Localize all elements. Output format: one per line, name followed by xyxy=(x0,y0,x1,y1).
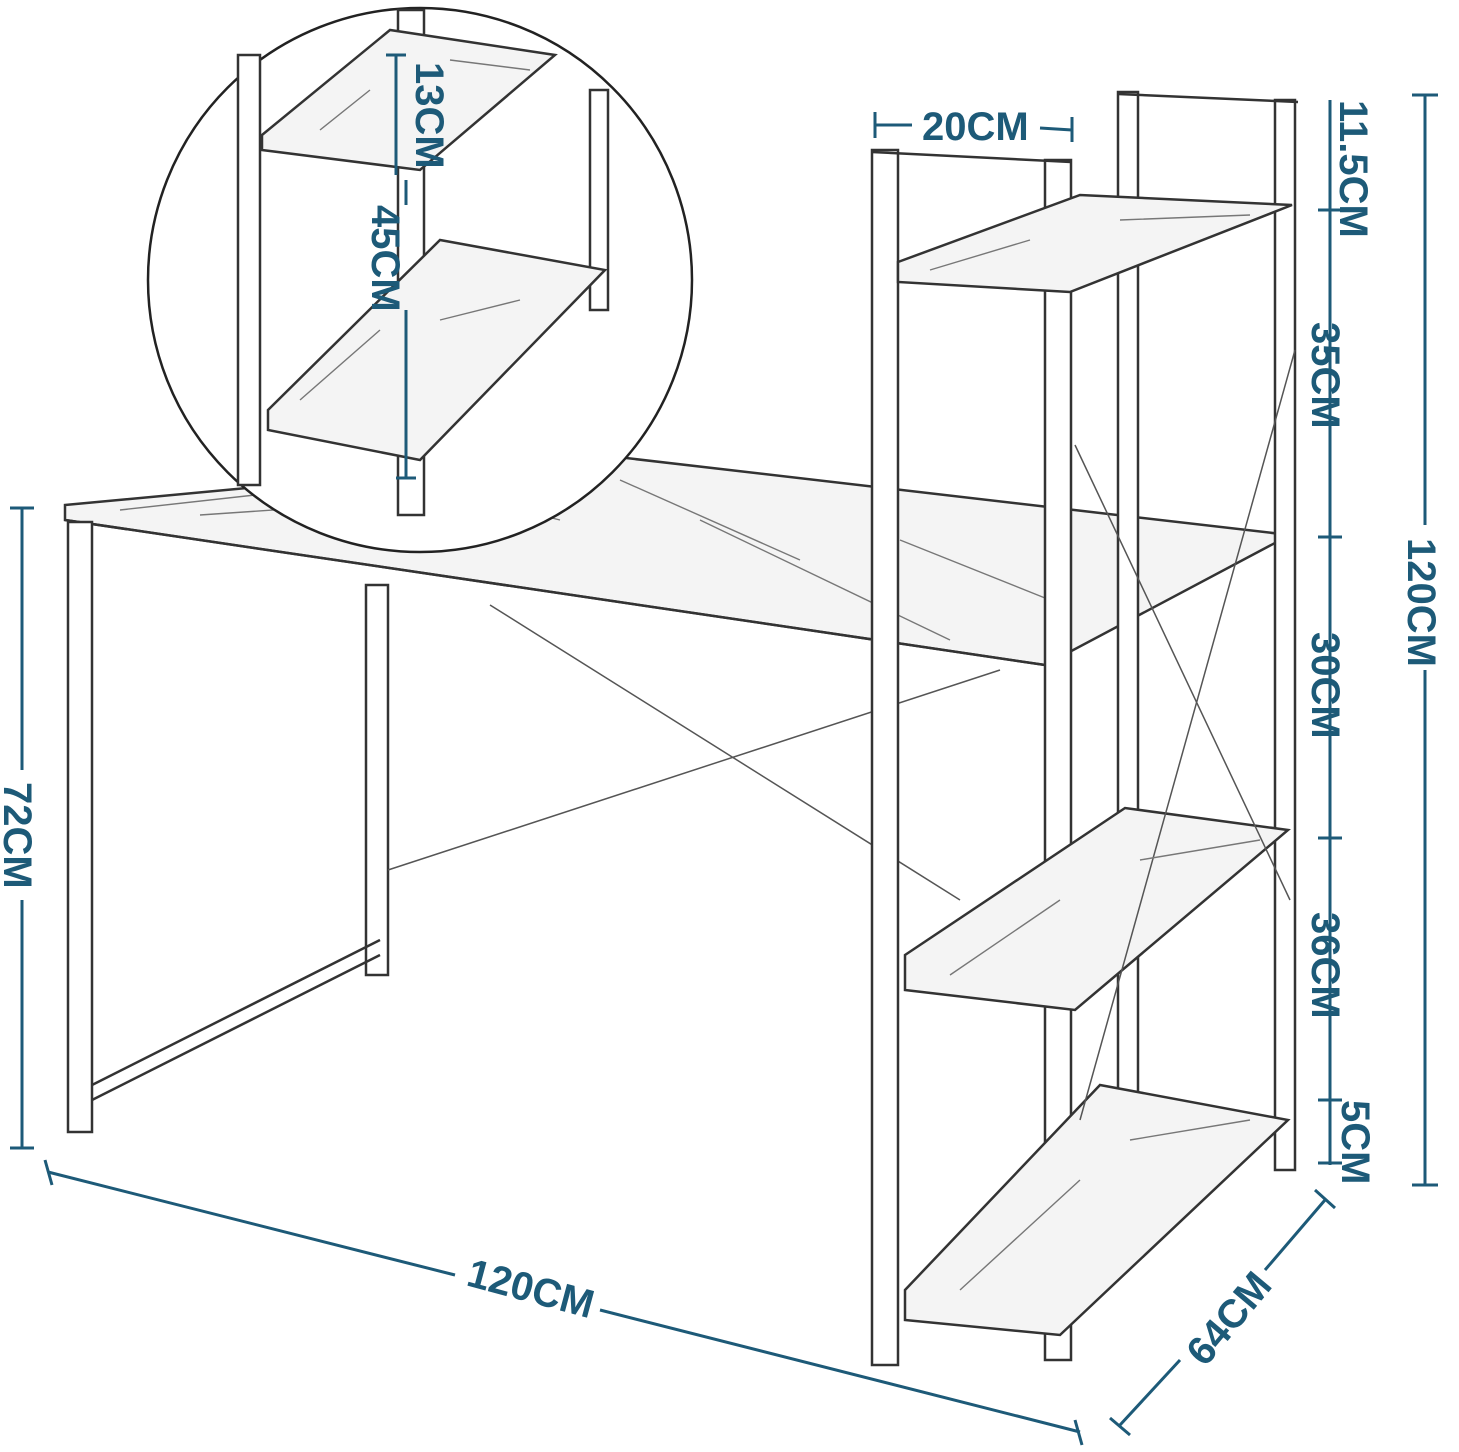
desk-leg-back-left xyxy=(364,583,390,977)
label-lower-shelf-gap: 36CM xyxy=(1303,912,1347,1019)
label-inset-small-gap: 13CM xyxy=(407,62,451,169)
label-inset-shelf-gap: 45CM xyxy=(363,205,407,312)
label-bottom-clearance: 5CM xyxy=(1333,1100,1377,1184)
dimension-lines xyxy=(10,53,1438,1446)
shelf-post-back-right xyxy=(1273,98,1297,1172)
shelf-bottom xyxy=(903,1083,1291,1337)
label-upper-shelf-gap: 35CM xyxy=(1303,322,1347,429)
label-desk-height: 72CM xyxy=(0,782,39,889)
shelf-post-front-left xyxy=(870,148,900,1367)
label-total-width: 120CM xyxy=(463,1251,599,1327)
label-top-gap: 11.5CM xyxy=(1331,100,1375,238)
label-total-height: 120CM xyxy=(1399,538,1443,667)
label-depth: 64CM xyxy=(1178,1264,1280,1374)
desk-leg-front-left xyxy=(66,520,94,1134)
label-desk-to-shelf-gap: 30CM xyxy=(1303,632,1347,739)
label-shelf-width: 20CM xyxy=(922,105,1029,149)
shelf-top xyxy=(896,193,1293,294)
shelf-middle xyxy=(903,806,1291,1012)
inset-detail xyxy=(146,6,694,554)
